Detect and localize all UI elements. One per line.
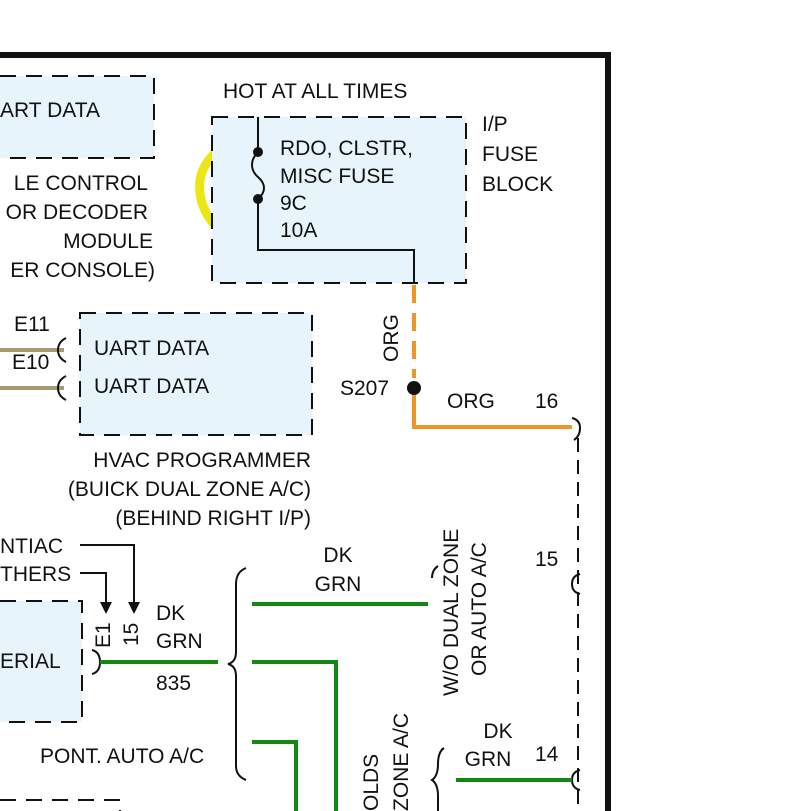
top-left-module-name-4: ER CONSOLE) bbox=[10, 259, 155, 282]
olds-label: OLDS bbox=[360, 754, 383, 811]
connector-e11-symbol bbox=[56, 337, 67, 363]
pin-16-symbol bbox=[571, 417, 582, 441]
org-wire-solid bbox=[412, 388, 572, 429]
top-left-module-name-1: LE CONTROL bbox=[14, 172, 148, 195]
wo-dual-zone-label: W/O DUAL ZONE bbox=[440, 529, 463, 696]
grn-label-2: GRN bbox=[156, 630, 203, 653]
dk-label-1: DK bbox=[323, 544, 352, 567]
dk-label-2: DK bbox=[156, 602, 185, 625]
hvac-name-2: (BUICK DUAL ZONE A/C) bbox=[68, 478, 311, 501]
option-bracket-lower bbox=[430, 747, 445, 811]
hvac-name-1: HVAC PROGRAMMER bbox=[93, 449, 311, 472]
fuse-number: 9C bbox=[280, 192, 307, 215]
hot-at-all-times-label: HOT AT ALL TIMES bbox=[223, 80, 407, 103]
connector-15-label: 15 bbox=[120, 623, 143, 646]
connector-e10-symbol bbox=[56, 375, 67, 401]
serial-label: ERIAL bbox=[0, 650, 61, 673]
fuse-rating: 10A bbox=[280, 219, 317, 242]
pontiac-leader bbox=[80, 544, 135, 604]
org-horizontal-label: ORG bbox=[447, 390, 495, 413]
component-border bbox=[0, 52, 611, 811]
hvac-name-3: (BEHIND RIGHT I/P) bbox=[115, 507, 311, 530]
grn-label-3: GRN bbox=[465, 748, 512, 771]
top-left-uart-label: ART DATA bbox=[0, 99, 100, 122]
pontiac-label: NTIAC bbox=[0, 535, 63, 558]
top-left-module-name-3: MODULE bbox=[63, 230, 153, 253]
fuse-block-name-3: BLOCK bbox=[482, 173, 553, 196]
circuit-835-label: 835 bbox=[156, 672, 191, 695]
fuse-block-name-1: I/P bbox=[482, 113, 508, 136]
connector-e10-label: E10 bbox=[12, 351, 49, 374]
fuse-block-name-2: FUSE bbox=[482, 143, 538, 166]
pin-14-label: 14 bbox=[535, 743, 559, 766]
hvac-uart-label-1: UART DATA bbox=[94, 337, 209, 360]
zone-ac-label: ZONE A/C bbox=[390, 713, 413, 811]
lower-left-box-edge bbox=[0, 799, 121, 811]
pont-auto-ac-label: PONT. AUTO A/C bbox=[40, 745, 204, 768]
grn-label-1: GRN bbox=[315, 573, 362, 596]
dk-grn-wire-lower bbox=[252, 740, 298, 811]
others-leader bbox=[80, 572, 107, 604]
org-vertical-label: ORG bbox=[380, 314, 403, 362]
hvac-programmer-box bbox=[79, 312, 313, 436]
fuse-symbol bbox=[251, 117, 415, 283]
pin-15-symbol bbox=[570, 573, 581, 595]
pin-16-label: 16 bbox=[535, 390, 558, 413]
or-auto-ac-label: OR AUTO A/C bbox=[468, 542, 491, 676]
connector-e11-label: E11 bbox=[14, 313, 50, 336]
fuse-name-1: RDO, CLSTR, bbox=[280, 137, 413, 160]
hvac-uart-label-2: UART DATA bbox=[94, 375, 209, 398]
top-left-module-name-2: OR DECODER bbox=[6, 201, 148, 224]
fuse-name-2: MISC FUSE bbox=[280, 165, 394, 188]
others-arrow-icon bbox=[100, 602, 112, 614]
pin-15-label: 15 bbox=[535, 548, 558, 571]
splice-bracket bbox=[227, 567, 247, 781]
option-bracket-upper bbox=[431, 565, 439, 579]
connector-e1-label: E1 bbox=[92, 622, 115, 648]
serial-connector-symbol bbox=[91, 649, 102, 675]
pontiac-arrow-icon bbox=[128, 602, 140, 614]
dk-label-3: DK bbox=[483, 720, 512, 743]
serial-module-box bbox=[0, 600, 83, 723]
splice-s207 bbox=[407, 381, 421, 395]
splice-s207-label: S207 bbox=[340, 377, 389, 400]
dk-grn-wire-middle bbox=[252, 660, 338, 811]
top-left-module-box bbox=[0, 75, 155, 159]
others-label: THERS bbox=[0, 563, 71, 586]
